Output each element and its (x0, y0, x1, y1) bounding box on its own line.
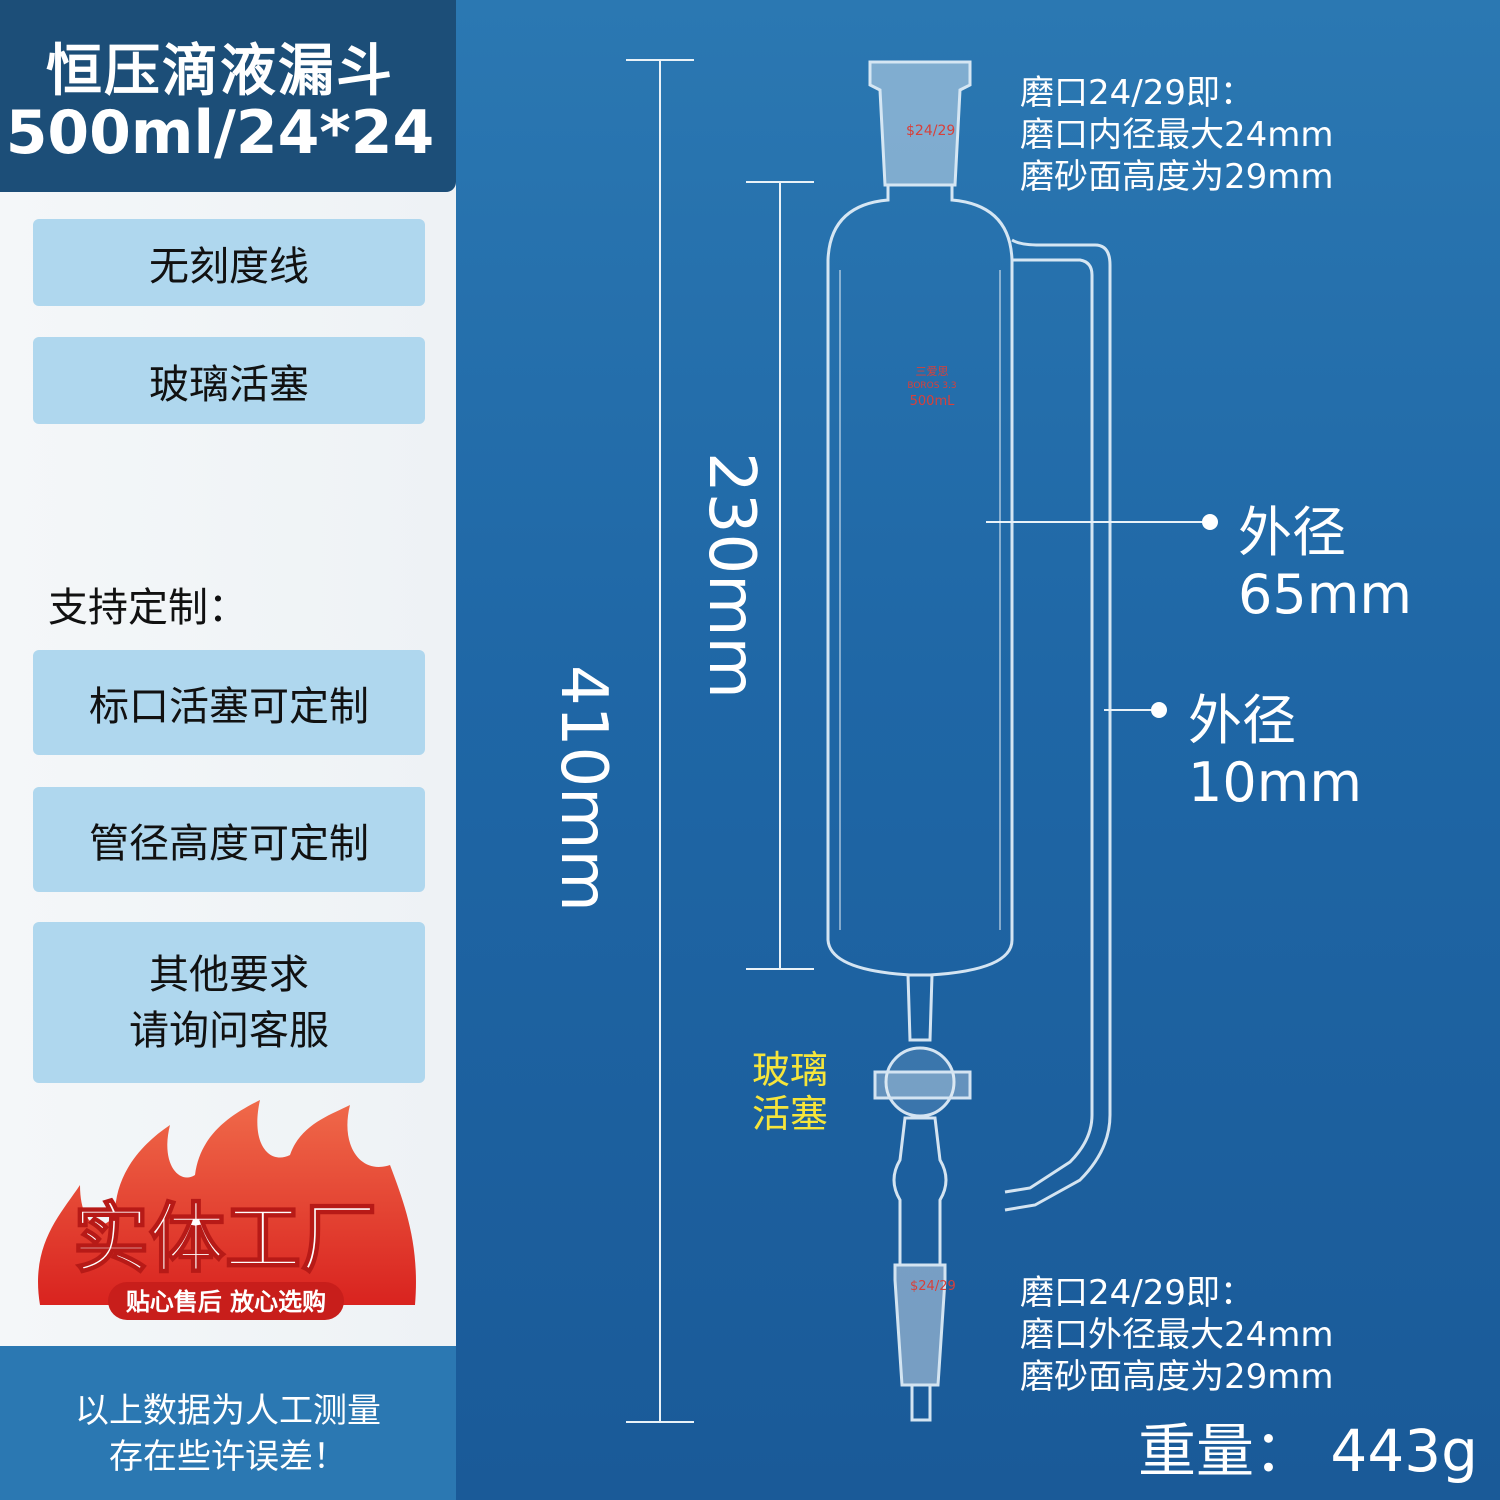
product-image-panel (456, 0, 1500, 1500)
body-height-label: 230mm (694, 452, 768, 699)
bottom-joint-line3: 磨砂面高度为29mm (1020, 1357, 1334, 1397)
glass-mark-material: BOROS 3.3 (907, 381, 956, 391)
dimension-lines (626, 59, 1218, 1423)
footer-note: 以上数据为人工测量 存在些许误差！ (0, 1346, 456, 1500)
feature-tag-glass-stopcock: 玻璃活塞 (33, 337, 425, 424)
tube-diameter-title: 外径 (1188, 689, 1296, 752)
bottom-joint-line2: 磨口外径最大24mm (1020, 1315, 1334, 1355)
stopcock-line1: 玻璃 (752, 1048, 829, 1092)
custom-tag-joint: 标口活塞可定制 (33, 650, 425, 755)
custom-tag-size: 管径高度可定制 (33, 787, 425, 892)
bottom-joint-line1: 磨口24/29即： (1020, 1273, 1254, 1313)
custom-section-title: 支持定制： (48, 585, 248, 631)
funnel-illustration: $24/29 三爱思 BOROS 3.3 500mL $24/29 (826, 60, 1112, 1422)
custom-other-line1: 其他要求 (149, 951, 309, 998)
product-spec: 500ml/24*24 (5, 98, 435, 168)
glass-mark-top-joint: $24/29 (906, 123, 955, 139)
tube-diameter-value: 10mm (1188, 751, 1362, 814)
body-diameter-title: 外径 (1238, 501, 1346, 564)
top-joint-line1: 磨口24/29即： (1020, 73, 1254, 113)
weight-label: 重量： 443g (1138, 1417, 1478, 1485)
footer-line2: 存在些许误差！ (109, 1437, 347, 1477)
footer-line1: 以上数据为人工测量 (75, 1391, 381, 1431)
tube-diameter-label: 外径 10mm (1188, 690, 1362, 814)
feature-tag-no-scale: 无刻度线 (33, 219, 425, 306)
pointer-dot-body (1202, 514, 1218, 530)
glass-mark-bottom-joint: $24/29 (910, 1279, 956, 1294)
top-joint-line2: 磨口内径最大24mm (1020, 115, 1334, 155)
body-diameter-value: 65mm (1238, 563, 1412, 626)
stopcock-label: 玻璃 活塞 (752, 1048, 828, 1136)
glass-mark-brand: 三爱思 (916, 365, 949, 378)
product-title: 恒压滴液漏斗 (46, 39, 394, 104)
bottom-joint-note: 磨口24/29即： 磨口外径最大24mm 磨砂面高度为29mm (1020, 1272, 1334, 1398)
badge-sub-text: 贴心售后 放心选购 (126, 1288, 326, 1316)
badge-main-text: 实体工厂 (73, 1194, 377, 1283)
top-joint-note: 磨口24/29即： 磨口内径最大24mm 磨砂面高度为29mm (1020, 72, 1334, 198)
stopcock-line2: 活塞 (752, 1092, 829, 1136)
top-joint-line3: 磨砂面高度为29mm (1020, 157, 1334, 197)
custom-tag-other: 其他要求 请询问客服 (33, 922, 425, 1083)
factory-badge: 实体工厂 贴心售后 放心选购 (38, 1100, 416, 1320)
product-title-box: 恒压滴液漏斗 500ml/24*24 (0, 0, 456, 192)
body-diameter-label: 外径 65mm (1238, 502, 1412, 626)
pointer-dot-tube (1151, 702, 1167, 718)
total-height-label: 410mm (546, 665, 620, 912)
custom-other-line2: 请询问客服 (129, 1007, 329, 1054)
flame-icon (38, 1100, 416, 1305)
glass-mark-volume: 500mL (910, 394, 955, 409)
left-info-panel: 恒压滴液漏斗 500ml/24*24 无刻度线 玻璃活塞 支持定制： 标口活塞可… (0, 0, 456, 1500)
